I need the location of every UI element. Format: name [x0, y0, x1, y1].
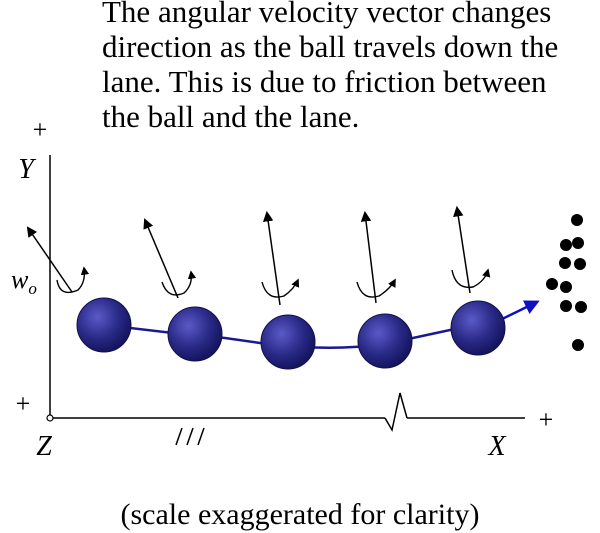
bowling-ball-3 [260, 314, 316, 370]
caption-text: The angular velocity vector changes dire… [102, 0, 559, 134]
bowling-balls [76, 297, 506, 370]
axis-break-symbol [384, 392, 408, 433]
z-axis-label: Z [36, 431, 52, 462]
pin-3 [560, 239, 572, 251]
hatch-marks [175, 427, 205, 446]
z-plus-sign: + [16, 389, 31, 418]
pin-1 [571, 214, 583, 226]
y-axis-label: Y [18, 154, 37, 185]
bowling-ball-5 [450, 300, 506, 356]
rotation-arc-3 [261, 278, 300, 298]
pin-10 [572, 339, 584, 351]
rotation-arc-1 [56, 266, 90, 294]
rotation-arc-2 [161, 270, 197, 296]
bowling-pins [546, 214, 587, 351]
omega-vector-3 [262, 210, 281, 306]
pin-5 [574, 258, 586, 270]
bowling-ball-4 [357, 313, 413, 369]
omega-vector-5 [453, 205, 471, 294]
pin-2 [572, 237, 584, 249]
angular-velocity-vectors [26, 205, 471, 306]
pin-7 [560, 281, 572, 293]
rotation-arc-5 [451, 268, 491, 289]
omega-vector-1 [26, 226, 73, 293]
pin-6 [546, 278, 558, 290]
bowling-ball-1 [76, 297, 132, 353]
pin-4 [559, 257, 571, 269]
rotation-arcs [56, 266, 491, 298]
y-plus-sign: + [33, 115, 48, 144]
footer-note: (scale exaggerated for clarity) [120, 498, 480, 531]
pin-9 [560, 300, 572, 312]
bowling-ball-2 [167, 306, 223, 362]
x-axis-label: X [487, 431, 506, 462]
omega-vector-4 [360, 210, 377, 304]
origin-point [46, 414, 54, 422]
omega-label: wo [11, 265, 37, 298]
pin-8 [575, 301, 587, 313]
x-axis [50, 392, 525, 433]
rotation-arc-4 [356, 278, 396, 298]
x-plus-sign: + [539, 405, 554, 434]
omega-vector-2 [143, 218, 179, 299]
